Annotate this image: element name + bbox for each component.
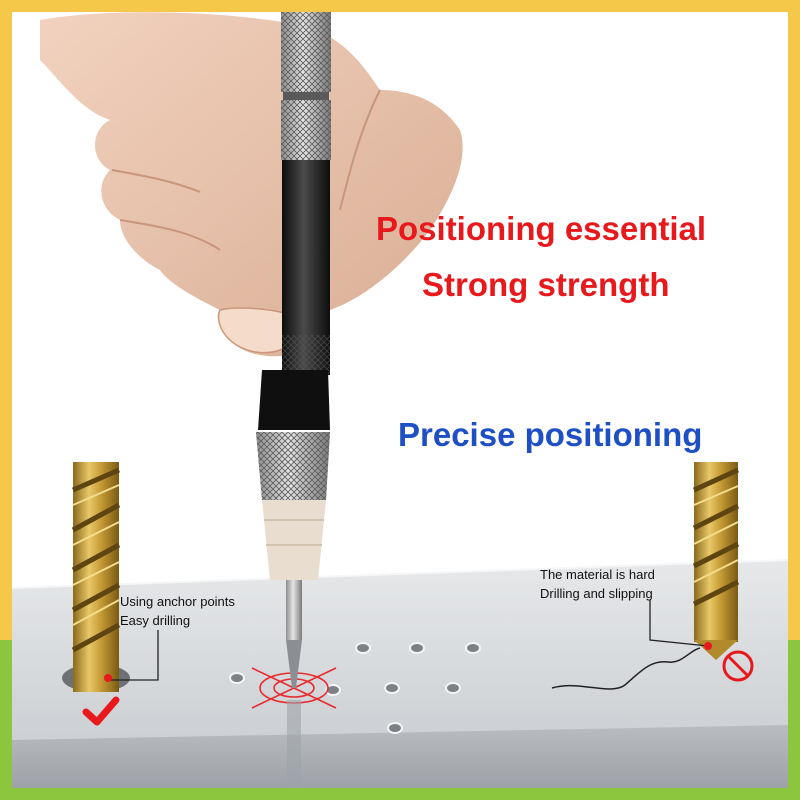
callout-leaders	[108, 600, 709, 681]
drill-bit-left	[62, 462, 130, 692]
prohibited-icon	[722, 650, 754, 682]
headline-line1: Positioning essential	[376, 210, 707, 247]
callout-left: Using anchor points Easy drilling	[120, 592, 235, 630]
center-punch	[256, 12, 331, 688]
slip-scratch	[551, 647, 701, 690]
frame-border-bottom	[0, 788, 800, 800]
punch-holes	[229, 642, 481, 734]
callout-right: The material is hard Drilling and slippi…	[540, 565, 655, 603]
check-icon	[82, 696, 120, 726]
metal-plate	[11, 559, 789, 788]
callout-left-line2: Easy drilling	[120, 613, 191, 628]
headline-line3: Precise positioning	[398, 416, 703, 453]
drill-bit-right	[692, 462, 740, 660]
hand	[40, 12, 463, 357]
frame-border-right-green	[788, 640, 800, 800]
callout-right-line2: Drilling and slipping	[540, 586, 653, 601]
marker-dot-left	[104, 674, 112, 682]
headline-line2: Strong strength	[422, 266, 670, 303]
tip-reflection	[287, 700, 301, 788]
callout-right-line1: The material is hard	[540, 567, 655, 582]
frame-border-left-green	[0, 640, 12, 800]
callout-left-line1: Using anchor points	[120, 594, 235, 609]
marker-dot-right	[704, 642, 712, 650]
